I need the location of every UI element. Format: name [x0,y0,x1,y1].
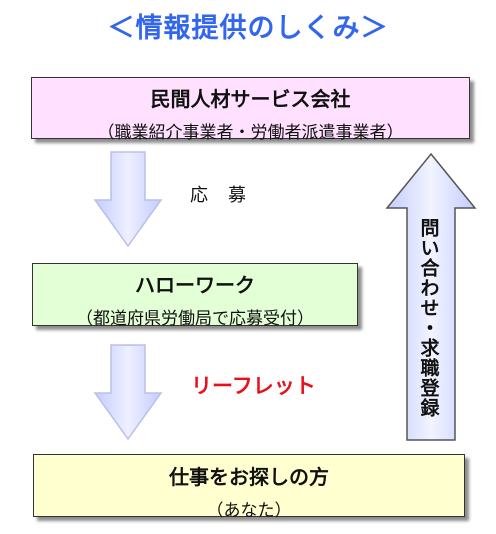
job-seeker-detail: （あなた） [206,501,292,521]
page-title: ＜情報提供のしくみ＞ [107,13,389,44]
apply-label: 応募 [190,185,266,206]
company-name: 民間人材サービス会社 [150,87,351,111]
job-seeker-box: 仕事をお探しの方 （あなた） [33,454,465,521]
hello-work-box: ハローワーク （都道府県労働局で応募受付） [32,263,358,329]
up-arrow-icon [385,152,477,441]
job-seeker-name: 仕事をお探しの方 [169,465,329,489]
down-arrow-2-icon [93,344,163,441]
down-arrow-1-icon [93,151,163,248]
hello-work-detail: （都道府県労働局で応募受付） [76,309,314,329]
company-detail: （職業紹介事業者・労働者派遣事業者） [97,123,404,143]
inquiry-label: 問い合わせ・求職登録 [417,217,440,418]
hello-work-name: ハローワーク [135,273,255,297]
leaflet-label: リーフレット [191,374,316,398]
company-box: 民間人材サービス会社 （職業紹介事業者・労働者派遣事業者） [31,77,470,143]
